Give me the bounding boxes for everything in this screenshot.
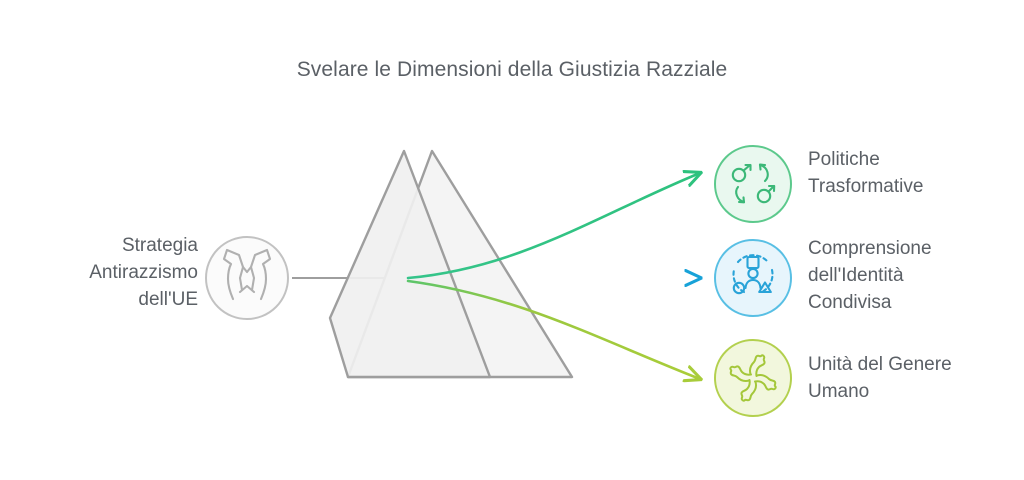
- ray-politiche-trasformative: [406, 173, 700, 280]
- output-node-unita-genere-umano[interactable]: [714, 339, 792, 417]
- output-label-politiche-trasformative: Politiche Trasformative: [808, 149, 924, 197]
- page-title: Svelare le Dimensioni della Giustizia Ra…: [296, 58, 728, 81]
- ray-unita-genere-umano: [406, 279, 700, 379]
- output-label-unita-genere-umano: Unità del Genere Umano: [808, 354, 952, 402]
- human-unity-pinwheel-icon: [729, 354, 777, 402]
- output-label-comprensione-identita: Comprensione dell'Identità Condivisa: [808, 238, 932, 313]
- output-node-politiche-trasformative[interactable]: [714, 145, 792, 223]
- source-node[interactable]: [205, 236, 289, 320]
- gender-transformation-cycle-icon: [731, 163, 776, 204]
- source-node-circle: [205, 236, 289, 320]
- prism-front-face: [328, 149, 492, 379]
- hands-holding-crack-icon: [222, 248, 272, 301]
- output-node-circle: [714, 339, 792, 417]
- shared-identity-people-shapes-icon: [732, 254, 774, 295]
- output-node-circle: [714, 145, 792, 223]
- source-node-label: Strategia Antirazzismo dell'UE: [89, 235, 198, 310]
- output-node-comprensione-identita[interactable]: [714, 239, 792, 317]
